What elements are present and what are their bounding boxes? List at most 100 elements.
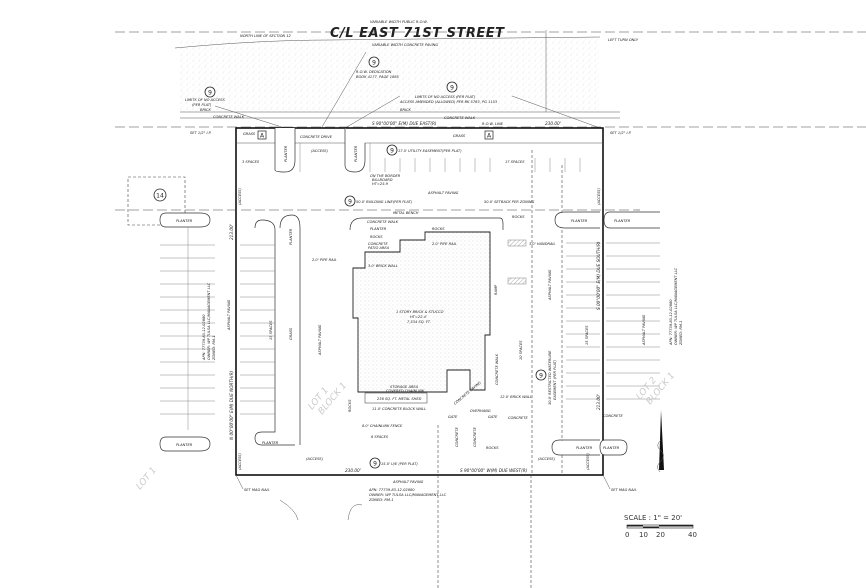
access-s2: (ACCESS)	[538, 457, 556, 461]
svg-text:30.0' RESTRICTED WATERLINE: 30.0' RESTRICTED WATERLINE	[548, 350, 552, 405]
street-area: C/L EAST 71ST STREET VARIABLE WIDTH PUBL…	[115, 20, 866, 128]
svg-text:0: 0	[625, 531, 629, 539]
callout-ue: 9 15.0' U/E (PER PLAT)	[369, 457, 418, 469]
brick-wall-3-label: 3.0' BRICK WALL	[368, 264, 398, 268]
grass-label-n: GRASS	[453, 134, 466, 138]
planter-n2: PLANTER	[354, 145, 358, 162]
svg-text:BILLBOARD: BILLBOARD	[372, 178, 393, 182]
svg-text:OWNER: WP TULSA LLC/MANAGEMENT: OWNER: WP TULSA LLC/MANAGEMENT LLC	[207, 282, 211, 360]
svg-text:ACCESS AMENDED (ALLOWED) PER B: ACCESS AMENDED (ALLOWED) PER BK 5763, PG…	[399, 100, 498, 104]
row-line-label: R.O.W. LINE	[482, 122, 504, 126]
north-bearing: S 90°00'00" E(M) DUE EAST(R)	[372, 121, 437, 126]
apn-block-west: APN: 77739-83-12-02880 OWNER: WP TULSA L…	[202, 282, 216, 361]
access-se: (ACCESS)	[586, 452, 590, 470]
callout-row-dedication: 9 R.O.W. DEDICATION BOOK 4177, PAGE 1885	[356, 56, 400, 79]
concrete-walk-east: CONCRETE WALK	[495, 353, 499, 385]
access-north: (ACCESS)	[311, 149, 329, 153]
south-bearing: S 90°00'00" W(M) DUE WEST(R)	[460, 468, 528, 473]
svg-text:40: 40	[688, 531, 697, 539]
svg-text:BOOK 4177, PAGE 1885: BOOK 4177, PAGE 1885	[356, 75, 400, 79]
rocks-label-2: ROCKS	[370, 235, 383, 239]
building-label-2: HT=22.4'	[410, 315, 427, 319]
planter-n1: PLANTER	[284, 145, 288, 162]
access-s1: (ACCESS)	[306, 457, 324, 461]
callout-utility-easement: 9 17.5' UTILITY EASEMENT(PER PLAT)	[386, 144, 462, 156]
concrete-walk-bldg: CONCRETE WALK	[367, 220, 399, 224]
svg-text:APN: 77739-83-12-02880: APN: 77739-83-12-02880	[368, 488, 415, 492]
north-distance: 230.00'	[545, 121, 561, 126]
pipe-rail-label-w: 2.0' PIPE RAIL	[312, 258, 337, 262]
storage-label-1: STORAGE AREA	[390, 385, 419, 389]
rocks-label-1: ROCKS	[432, 227, 445, 231]
access-west: (ACCESS)	[238, 187, 242, 205]
svg-text:14: 14	[156, 193, 164, 200]
building-label-3: 7,534 SQ. FT.	[407, 320, 431, 324]
access-east: (ACCESS)	[597, 187, 601, 205]
handrail-label: 3.0' HANDRAIL	[529, 242, 555, 246]
apn-block-east: APN: 77739-83-12-02880 OWNER: WP TULSA L…	[669, 267, 683, 346]
svg-text:9: 9	[373, 461, 377, 468]
north-arrow-icon	[657, 410, 664, 473]
svg-text:OWNER: WP TULSA LLC/MANAGEMENT: OWNER: WP TULSA LLC/MANAGEMENT LLC	[369, 493, 447, 497]
svg-text:LOT 1: LOT 1	[135, 466, 159, 492]
planter-e1: PLANTER	[571, 219, 588, 223]
apn-block-south: APN: 77739-83-12-02880 OWNER: WP TULSA L…	[368, 488, 447, 502]
planter-se: PLANTER	[576, 446, 593, 450]
set-mag-right: SET MAG NAIL	[611, 488, 637, 492]
svg-text:9: 9	[348, 199, 352, 206]
west-distance: 213.00'	[229, 224, 234, 240]
callout-no-access-right: 9 LIMITS OF NO ACCESS (PER PLAT) ACCESS …	[344, 81, 601, 129]
svg-text:(PER PLAT): (PER PLAT)	[192, 103, 212, 107]
paving-width-label: VARIABLE WIDTH CONCRETE PAVING	[372, 43, 438, 47]
block-wall-label: 11.0' CONCRETE BLOCK WALL	[372, 407, 426, 411]
svg-text:9: 9	[539, 373, 543, 380]
east-distance: 213.00'	[596, 394, 601, 410]
marker-a-right: A	[484, 130, 494, 140]
planter-adj-2: PLANTER	[176, 443, 193, 447]
svg-text:20: 20	[656, 531, 665, 539]
svg-text:OWNER: WP TULSA LLC/MANAGEMENT: OWNER: WP TULSA LLC/MANAGEMENT LLC	[674, 267, 678, 345]
spaces-15-east: 15 SPACES	[585, 325, 589, 345]
section-line-label: NORTH LINE OF SECTION 12	[240, 34, 292, 38]
planter-w1: PLANTER	[289, 228, 293, 245]
walk-label-right: CONCRETE WALK	[444, 116, 476, 120]
grass-label-w: GRASS	[289, 327, 293, 340]
svg-text:APN: 77739-83-12-02880: APN: 77739-83-12-02880	[669, 299, 673, 346]
setback-label: 50.0' SETBACK PER ZONING	[484, 200, 535, 204]
building-label-1: 1 STORY BRICK & STUCCO	[396, 310, 444, 314]
svg-text:9: 9	[450, 85, 454, 92]
planter-adj-1: PLANTER	[176, 219, 193, 223]
walk-label-left: CONCRETE WALK	[213, 115, 245, 119]
rocks-label-s: ROCKS	[486, 446, 499, 450]
storage-label-2: COVERED CHAINLINK	[386, 389, 425, 393]
asphalt-label-w: ASPHALT PAVING	[318, 324, 322, 356]
asphalt-label-adj-e: ASPHALT PAVING	[642, 314, 646, 346]
spaces-6-label: 6 SPACES	[371, 435, 389, 439]
row-width-label: VARIABLE WIDTH PUBLIC R.O.W.	[370, 20, 428, 24]
planter-e2: PLANTER	[614, 219, 631, 223]
svg-text:LIMITS OF NO ACCESS (PER PLAT): LIMITS OF NO ACCESS (PER PLAT)	[415, 95, 476, 99]
svg-text:LIMITS OF NO ACCESS: LIMITS OF NO ACCESS	[185, 98, 225, 102]
svg-text:APN: 77739-83-12-02880: APN: 77739-83-12-02880	[202, 314, 206, 361]
callout-14: 14	[153, 188, 167, 202]
left-turn-label: LEFT TURN ONLY	[608, 38, 639, 42]
callout-no-access-left: 9 LIMITS OF NO ACCESS (PER PLAT)	[185, 86, 286, 129]
spaces-3-label: 3 SPACES	[242, 160, 260, 164]
chainlink-label: 8.0' CHAINLINK FENCE	[362, 424, 403, 428]
rocks-label-w: ROCKS	[348, 399, 352, 412]
svg-text:ZONED: RM-1: ZONED: RM-1	[212, 335, 216, 361]
patio-label-2: PATIO AREA	[368, 246, 390, 250]
scale-bar: SCALE : 1" = 20' 0 10 20 40	[624, 514, 697, 539]
svg-text:A: A	[260, 133, 265, 140]
concrete-paving-label: CONCRETE PAVING	[453, 381, 482, 406]
asphalt-label-n: ASPHALT PAVING	[427, 191, 459, 195]
svg-text:10: 10	[639, 531, 648, 539]
planter-e3: PLANTER	[603, 446, 620, 450]
building-footprint	[352, 231, 491, 393]
svg-text:9: 9	[390, 148, 394, 155]
callout-waterline: 9 30.0' RESTRICTED WATERLINE EASEMENT (P…	[535, 350, 557, 405]
pipe-rail-label: 2.0' PIPE RAIL	[432, 242, 457, 246]
concrete-label-4: CONCRETE	[603, 414, 623, 418]
lot-watermark-sw: LOT 1	[135, 466, 159, 492]
